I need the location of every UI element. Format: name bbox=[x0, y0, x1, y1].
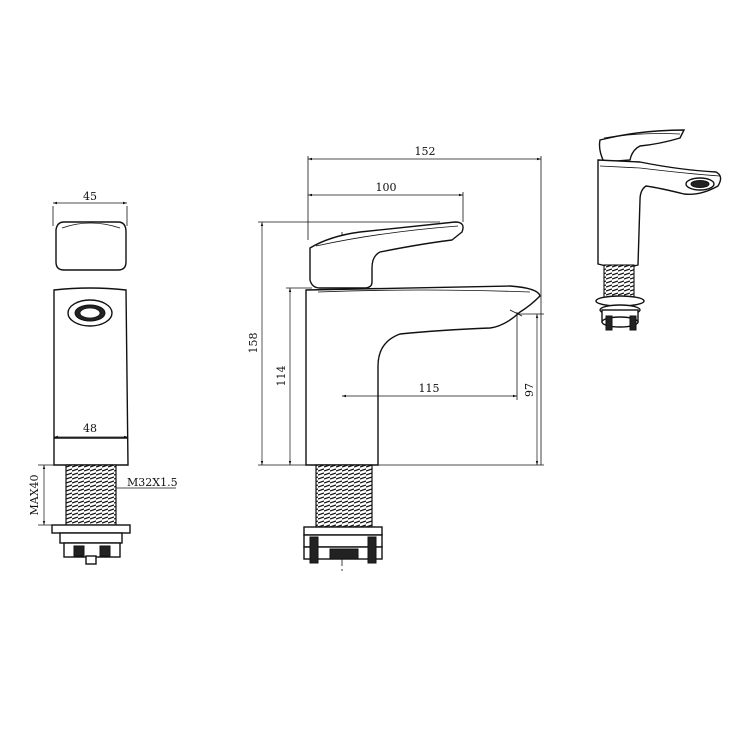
dim-handle-reach: 100 bbox=[376, 181, 397, 194]
side-handle bbox=[55, 221, 127, 271]
front-body-spout bbox=[305, 285, 541, 466]
side-thread bbox=[65, 464, 117, 526]
side-view: 45 48 MAX40 M32X1.5 bbox=[28, 190, 178, 565]
persp-handle bbox=[598, 129, 686, 163]
side-body bbox=[53, 287, 129, 466]
perspective-view bbox=[595, 129, 722, 331]
dim-spout-reach: 115 bbox=[419, 382, 440, 395]
dim-body-width: 48 bbox=[83, 422, 97, 435]
dim-overall-height: 158 bbox=[247, 333, 260, 354]
dim-overall-reach: 152 bbox=[415, 145, 436, 158]
front-handle bbox=[309, 221, 464, 289]
persp-body bbox=[597, 159, 722, 268]
front-thread bbox=[315, 464, 373, 528]
dim-thread: M32X1.5 bbox=[127, 476, 178, 489]
dim-spout-height: 97 bbox=[523, 383, 536, 397]
dim-top-width: 45 bbox=[83, 190, 97, 203]
dim-body-height: 114 bbox=[275, 366, 288, 387]
dim-max-deck: MAX40 bbox=[28, 474, 41, 515]
front-view: 152 100 158 114 115 97 bbox=[247, 145, 544, 572]
